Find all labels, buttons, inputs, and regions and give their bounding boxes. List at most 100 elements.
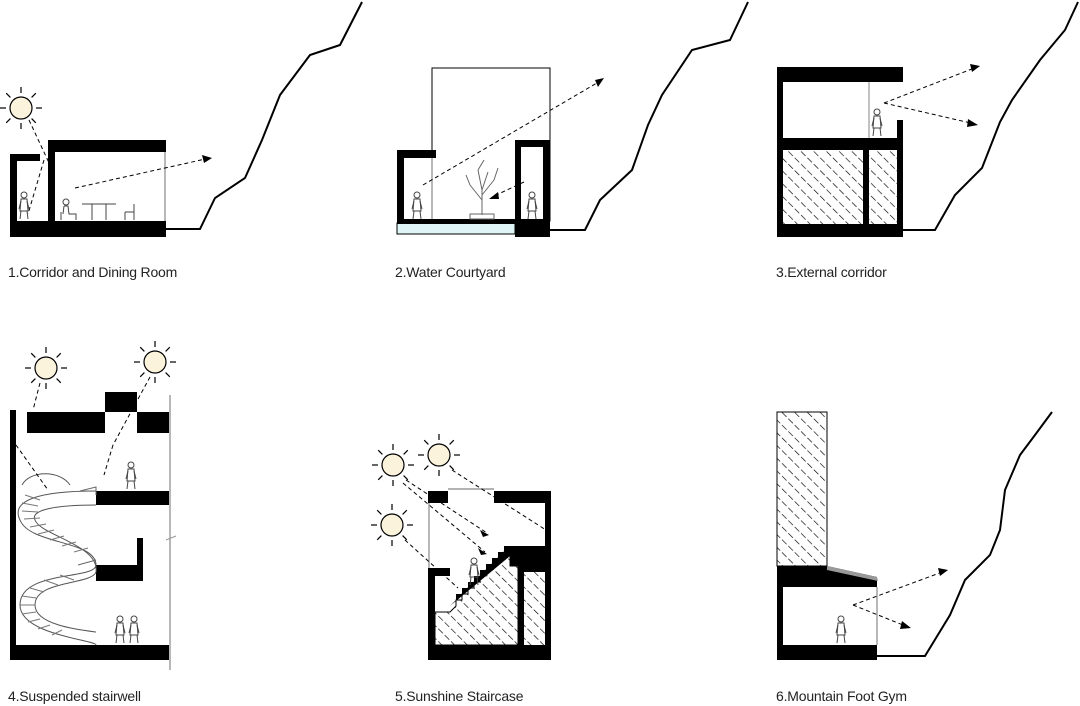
roof-slab	[777, 566, 877, 587]
caption-1: 1.Corridor and Dining Room	[8, 264, 178, 280]
floor-slab	[777, 645, 877, 660]
arrow-head	[489, 192, 499, 199]
ground-slab	[10, 645, 169, 660]
sight-line	[422, 79, 603, 186]
floor-slab	[10, 221, 166, 237]
person-icon	[526, 191, 538, 220]
floor-slab	[515, 219, 550, 237]
hatched-volume	[869, 150, 897, 224]
mountain-profile	[166, 1, 363, 230]
floor-slab	[777, 138, 903, 150]
sun-icon	[24, 346, 68, 390]
wall	[777, 566, 783, 660]
stair-wall	[428, 568, 450, 660]
panel-1-corridor-dining	[0, 1, 363, 237]
parapet	[897, 120, 903, 138]
sunlight-ray	[404, 539, 459, 589]
hatched-volume	[522, 572, 545, 645]
wall	[897, 150, 903, 237]
caption-3: 3.External corridor	[776, 264, 887, 280]
staircase	[434, 551, 519, 646]
wall	[545, 566, 551, 645]
spiral-stair	[17, 473, 97, 646]
caption-2: 2.Water Courtyard	[395, 264, 506, 280]
roof-slab	[428, 491, 448, 503]
mid-landing-post	[137, 538, 143, 565]
panel-6-mountain-foot-gym	[776, 411, 1053, 660]
sunlight-ray	[112, 376, 151, 446]
person-icon	[114, 615, 126, 644]
mid-landing	[96, 565, 143, 581]
roof-slab	[48, 140, 166, 152]
stair-stringer	[450, 546, 551, 606]
arrow-head	[967, 119, 978, 127]
corridor-wall	[397, 150, 436, 219]
wall	[545, 491, 551, 566]
sunlight-ray	[15, 444, 49, 491]
mountain-profile	[903, 1, 1079, 231]
floor-slab	[777, 224, 903, 237]
wall	[543, 140, 550, 221]
roof-canopy	[827, 566, 878, 581]
sight-line	[883, 102, 976, 125]
arrow-head	[595, 78, 604, 87]
panel-5-sunshine-staircase	[370, 433, 551, 660]
arrow-head	[478, 548, 487, 555]
wall	[515, 140, 550, 221]
person-icon	[18, 191, 30, 220]
water-pool	[396, 222, 516, 235]
roof-slab	[777, 67, 903, 82]
sun-icon	[370, 503, 414, 547]
floor-slab	[397, 219, 515, 224]
arrow-head	[970, 64, 980, 72]
wall	[48, 140, 55, 221]
person-icon	[835, 615, 847, 644]
tree-icon	[465, 159, 499, 220]
person-icon	[125, 461, 137, 490]
sunlight-ray	[402, 482, 486, 553]
caption-6: 6.Mountain Foot Gym	[776, 688, 907, 704]
person-icon	[128, 615, 140, 644]
sun-icon	[371, 443, 415, 487]
wall	[777, 67, 783, 237]
sunlight-ray	[27, 159, 45, 215]
roof-slab	[105, 392, 137, 412]
chair-icon	[124, 204, 135, 220]
column	[518, 566, 524, 645]
seated-person-icon	[60, 198, 77, 221]
arrow-head	[202, 155, 212, 163]
upper-landing	[96, 491, 169, 505]
wall	[10, 410, 16, 660]
sunlight-ray	[103, 444, 114, 476]
floor-slab	[428, 645, 551, 660]
dining-table-icon	[82, 203, 116, 220]
sun-icon	[417, 433, 461, 477]
sight-line	[74, 157, 211, 189]
panel-2-water-courtyard	[396, 1, 749, 237]
column	[863, 150, 869, 224]
mountain-profile	[550, 1, 749, 231]
person-icon	[411, 191, 423, 220]
sun-icon	[0, 86, 43, 130]
sight-line	[852, 570, 946, 606]
arrow-head	[900, 621, 911, 629]
person-icon	[871, 108, 883, 137]
panel-4-suspended-stairwell	[10, 340, 177, 670]
roof-slab	[494, 491, 551, 503]
sun-icon	[133, 340, 177, 384]
sight-line	[852, 604, 909, 628]
corridor-wall	[10, 154, 40, 221]
panel-3-external-corridor	[777, 1, 1079, 237]
break-line	[165, 535, 177, 541]
hatched-volume	[783, 150, 863, 224]
arrow-head	[938, 568, 948, 576]
caption-4: 4.Suspended stairwell	[8, 688, 141, 704]
mountain-profile	[877, 411, 1053, 657]
roof-slab	[137, 412, 169, 433]
caption-5: 5.Sunshine Staircase	[395, 688, 524, 704]
sunlight-ray	[405, 479, 488, 534]
sight-line	[883, 66, 978, 104]
sunlight-ray	[451, 469, 547, 531]
sunlight-ray	[28, 119, 51, 166]
